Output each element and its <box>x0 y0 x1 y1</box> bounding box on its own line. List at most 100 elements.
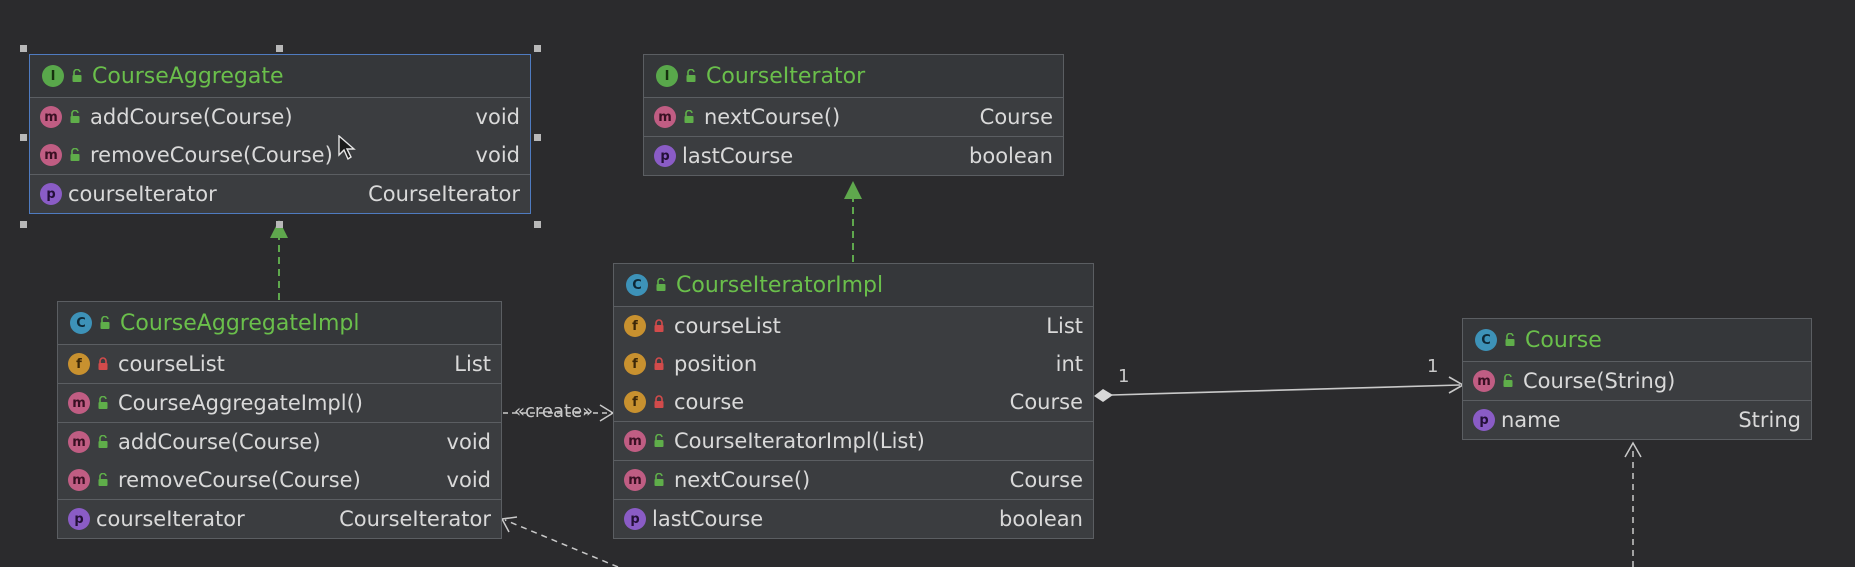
member-type: void <box>446 430 491 454</box>
field-row[interactable]: f position int <box>614 345 1093 383</box>
member-name: CourseIteratorImpl(List) <box>674 429 925 453</box>
method-icon: m <box>624 469 646 491</box>
selection-handle[interactable] <box>534 221 541 228</box>
method-icon: m <box>68 431 90 453</box>
member-name: position <box>674 352 758 376</box>
method-icon: m <box>68 469 90 491</box>
method-icon: m <box>40 144 62 166</box>
field-icon: f <box>624 353 646 375</box>
class-name: CourseAggregateImpl <box>120 310 360 336</box>
selection-handle[interactable] <box>20 221 27 228</box>
dependency-arrowhead-bottom-left <box>500 516 518 533</box>
selection-handle[interactable] <box>276 221 283 228</box>
method-icon: m <box>624 430 646 452</box>
private-lock-icon <box>652 357 666 371</box>
field-icon: f <box>624 315 646 337</box>
create-arrowhead <box>599 404 615 422</box>
class-name: CourseAggregate <box>92 63 284 89</box>
member-type: Course <box>979 105 1053 129</box>
selection-handle[interactable] <box>20 134 27 141</box>
member-type: CourseIterator <box>368 182 520 206</box>
dependency-arrowhead-bottom-right <box>1624 441 1642 458</box>
member-name: course <box>674 390 745 414</box>
member-name: nextCourse() <box>704 105 841 129</box>
class-section: m CourseIteratorImpl(List) <box>614 422 1093 461</box>
private-lock-icon <box>652 319 666 333</box>
member-name: nextCourse() <box>674 468 811 492</box>
field-icon: f <box>68 353 90 375</box>
public-lock-icon <box>96 473 110 487</box>
realization-arrowhead-iterator <box>844 181 862 199</box>
member-type: int <box>1055 352 1083 376</box>
property-icon: p <box>624 508 646 530</box>
member-type: String <box>1738 408 1801 432</box>
dependency-edge-bottom-left[interactable] <box>504 519 619 567</box>
public-lock-icon <box>68 148 82 162</box>
member-name: removeCourse(Course) <box>90 143 333 167</box>
class-section: m addCourse(Course) void m removeCourse(Cour… <box>58 423 501 500</box>
member-name: removeCourse(Course) <box>118 468 361 492</box>
selection-handle[interactable] <box>276 45 283 52</box>
public-lock-icon <box>70 69 84 83</box>
public-lock-icon <box>96 396 110 410</box>
member-name: name <box>1501 408 1561 432</box>
public-lock-icon <box>652 473 666 487</box>
method-row[interactable]: m addCourse(Course) void <box>58 423 501 461</box>
public-lock-icon <box>96 435 110 449</box>
public-lock-icon <box>682 110 696 124</box>
member-name: courseIterator <box>96 507 245 531</box>
class-header[interactable]: C CourseAggregateImpl <box>58 302 501 345</box>
member-type: void <box>475 105 520 129</box>
class-icon: C <box>70 312 92 334</box>
selection-handle[interactable] <box>534 45 541 52</box>
mouse-cursor-icon <box>338 135 356 161</box>
method-icon: m <box>1473 370 1495 392</box>
private-lock-icon <box>652 395 666 409</box>
member-type: boolean <box>969 144 1053 168</box>
composition-edge[interactable] <box>1111 384 1461 396</box>
property-icon: p <box>68 508 90 530</box>
method-row[interactable]: m CourseIteratorImpl(List) <box>614 422 1093 460</box>
member-type: void <box>446 468 491 492</box>
property-icon: p <box>40 183 62 205</box>
public-lock-icon <box>1503 333 1517 347</box>
member-type: boolean <box>999 507 1083 531</box>
method-row[interactable]: m removeCourse(Course) void <box>58 461 501 499</box>
member-name: addCourse(Course) <box>118 430 321 454</box>
class-name: CourseIterator <box>706 63 866 89</box>
field-icon: f <box>624 391 646 413</box>
public-lock-icon <box>652 434 666 448</box>
selection-handle[interactable] <box>534 134 541 141</box>
selection-handle[interactable] <box>20 45 27 52</box>
member-name: courseList <box>118 352 225 376</box>
